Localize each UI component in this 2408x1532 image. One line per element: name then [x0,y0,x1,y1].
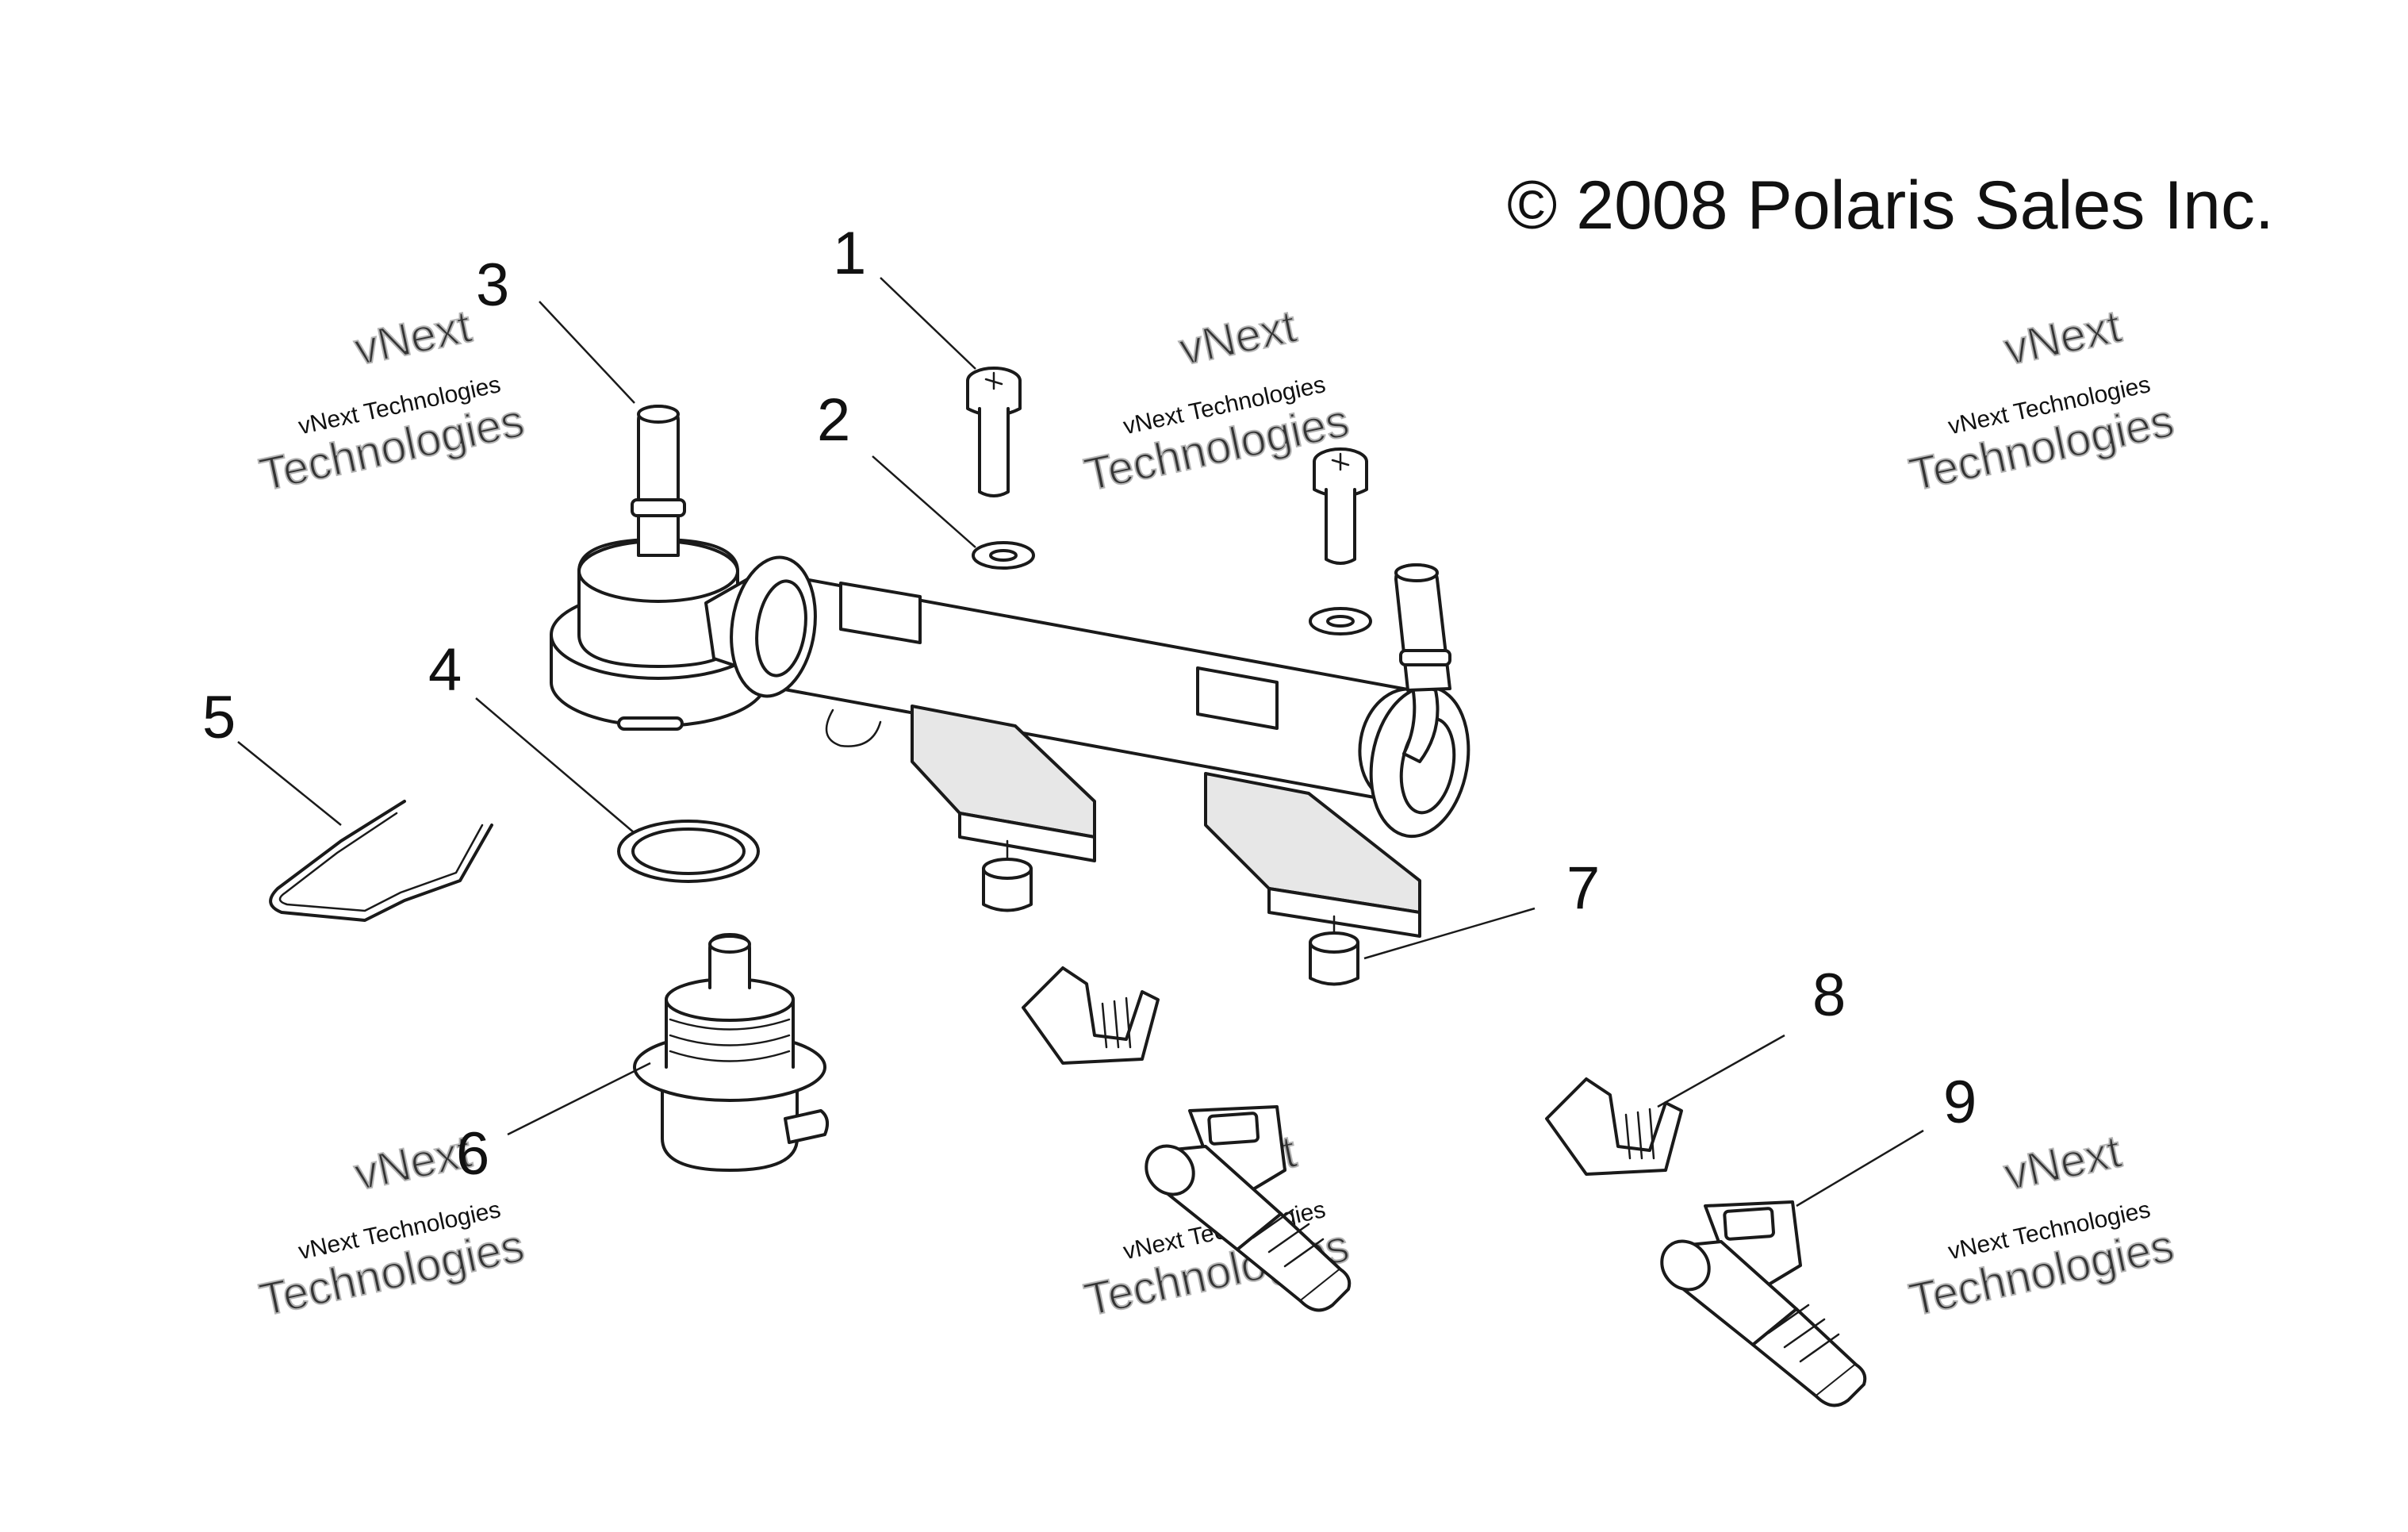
part-9-fuel-injector [1145,1105,1352,1312]
watermark-top-right: vNext vNext Technologies Technologies [1904,300,2180,502]
watermark-word: vNext [2000,1126,2126,1200]
callout-3: 3 [476,251,509,319]
fuel-rail [730,555,1470,938]
leader-4 [475,697,635,834]
leader-3 [539,301,635,404]
callout-2: 2 [817,386,850,454]
part-8-injector-clip-second [1545,1077,1683,1176]
watermark-top-left: vNext vNext Technologies Technologies [255,300,530,502]
leader-6 [507,1062,651,1136]
part-9-fuel-injector-second [1660,1200,1867,1407]
leader-7 [1363,907,1536,960]
part-7-spacer [982,839,1033,912]
callout-5: 5 [202,684,236,751]
callout-8: 8 [1812,962,1846,1029]
watermark-word: vNext [2000,301,2126,375]
watermark-word: vNext [1175,301,1301,375]
callout-9: 9 [1943,1069,1977,1136]
part-1-bolt-second [1313,447,1368,565]
part-2-washer [972,541,1035,570]
leader-9 [1796,1129,1924,1208]
watermark-top-center: vNext vNext Technologies Technologies [1079,300,1355,502]
leader-8 [1657,1034,1785,1108]
part-2-washer-second [1309,607,1372,635]
part-1-bolt [966,367,1022,497]
callout-7: 7 [1566,854,1600,922]
callout-1: 1 [833,220,866,287]
leader-1 [880,277,976,370]
leader-2 [872,455,976,548]
callout-6: 6 [456,1120,489,1188]
watermark-bottom-right: vNext vNext Technologies Technologies [1904,1125,2180,1327]
part-6-pressure-regulator [633,933,830,1172]
part-7-spacer-second [1309,915,1359,986]
watermark-word: vNext [350,301,476,375]
part-5-retaining-clip [269,800,493,922]
part-4-o-ring [617,820,760,883]
part-8-injector-clip [1022,966,1160,1065]
leader-5 [237,741,342,826]
callout-4: 4 [428,636,462,704]
part-3-regulator-housing [550,405,767,731]
copyright-notice: © 2008 Polaris Sales Inc. [1507,167,2274,244]
